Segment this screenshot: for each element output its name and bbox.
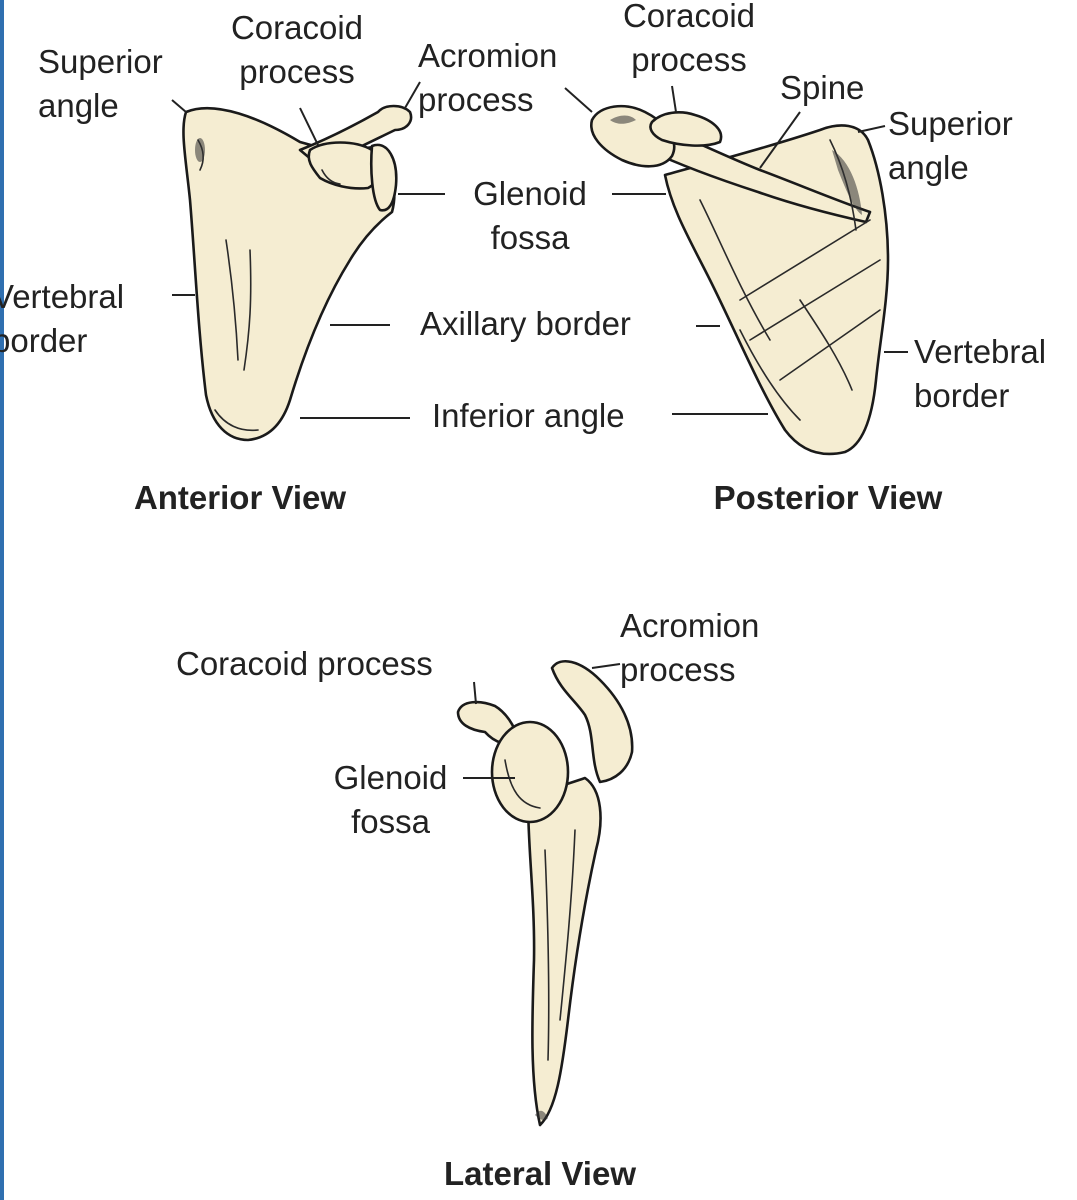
anterior-scapula-drawing <box>182 104 413 442</box>
glenoid-fossa-label: Glenoid fossa <box>473 175 587 256</box>
posterior-superior-angle-label: Superior angle <box>888 105 1013 186</box>
lateral-glenoid-fossa-label: Glenoid fossa <box>333 759 448 840</box>
frame-left-edge <box>0 0 4 1200</box>
lateral-view-title: Lateral View <box>444 1155 636 1192</box>
posterior-vertebral-border-label: Vertebral border <box>914 333 1047 414</box>
inferior-angle-label: Inferior angle <box>432 397 625 434</box>
posterior-coracoid-process-label: Coracoid process <box>622 0 756 78</box>
lateral-coracoid-process-label: Coracoid process <box>176 645 433 682</box>
anterior-coracoid-process-label: Coracoid process <box>230 9 364 90</box>
axillary-border-label: Axillary border <box>420 305 631 342</box>
anterior-view-title: Anterior View <box>133 479 347 516</box>
anterior-acromion-process-label: Acromion process <box>418 37 558 118</box>
anterior-superior-angle-label: Superior angle <box>38 43 163 124</box>
leader-lines <box>171 81 908 779</box>
posterior-view-title: Posterior View <box>713 479 943 516</box>
lateral-scapula-drawing <box>456 659 634 1127</box>
posterior-scapula-drawing <box>590 104 890 456</box>
posterior-spine-label: Spine <box>780 69 865 106</box>
lateral-acromion-process-label: Acromion process <box>620 607 760 688</box>
anterior-vertebral-border-label: Vertebral border <box>0 278 125 359</box>
